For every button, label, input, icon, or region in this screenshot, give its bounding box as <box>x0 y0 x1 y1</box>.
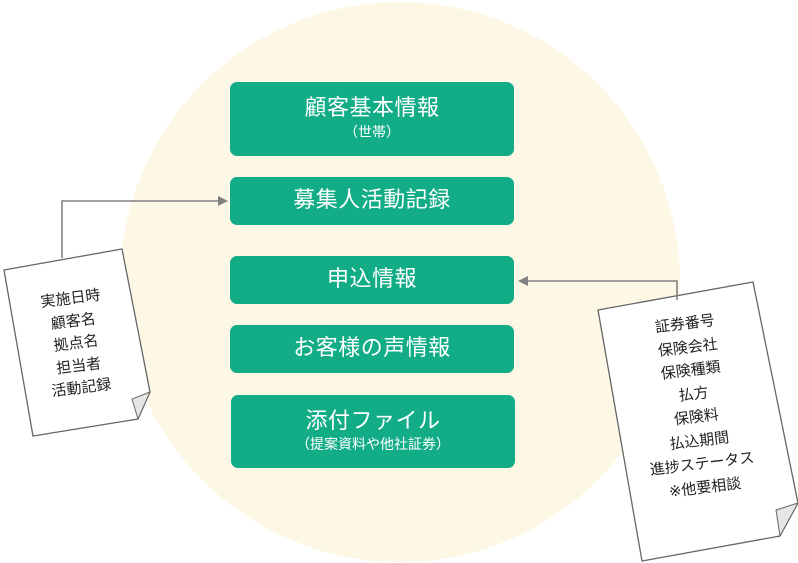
box-label: 募集人活動記録 <box>293 188 451 214</box>
box-sublabel: （提案資料や他社証券） <box>296 437 450 454</box>
attachment-file-box: 添付ファイル （提案資料や他社証券） <box>231 395 515 468</box>
right-document-fold <box>775 502 798 538</box>
left-document-text: 実施日時 顧客名 拠点名 担当者 活動記録 <box>16 281 137 406</box>
box-label: 添付ファイル <box>305 408 441 434</box>
customer-basic-info-box: 顧客基本情報 （世帯） <box>230 82 514 156</box>
box-label: お客様の声情報 <box>293 336 451 362</box>
customer-voice-info-box: お客様の声情報 <box>230 325 514 373</box>
box-sublabel: （世帯） <box>344 124 400 141</box>
box-label: 顧客基本情報 <box>304 96 440 122</box>
left-document-fold <box>131 391 151 421</box>
agent-activity-record-box: 募集人活動記録 <box>230 177 514 225</box>
right-document-text: 証券番号 保険会社 保険種類 払方 保険料 払込期間 進捗ステータス ※他要相談 <box>619 305 771 507</box>
box-label: 申込情報 <box>326 267 417 293</box>
right-arrow <box>518 276 678 300</box>
left-arrow <box>61 196 228 258</box>
application-info-box: 申込情報 <box>230 256 514 304</box>
